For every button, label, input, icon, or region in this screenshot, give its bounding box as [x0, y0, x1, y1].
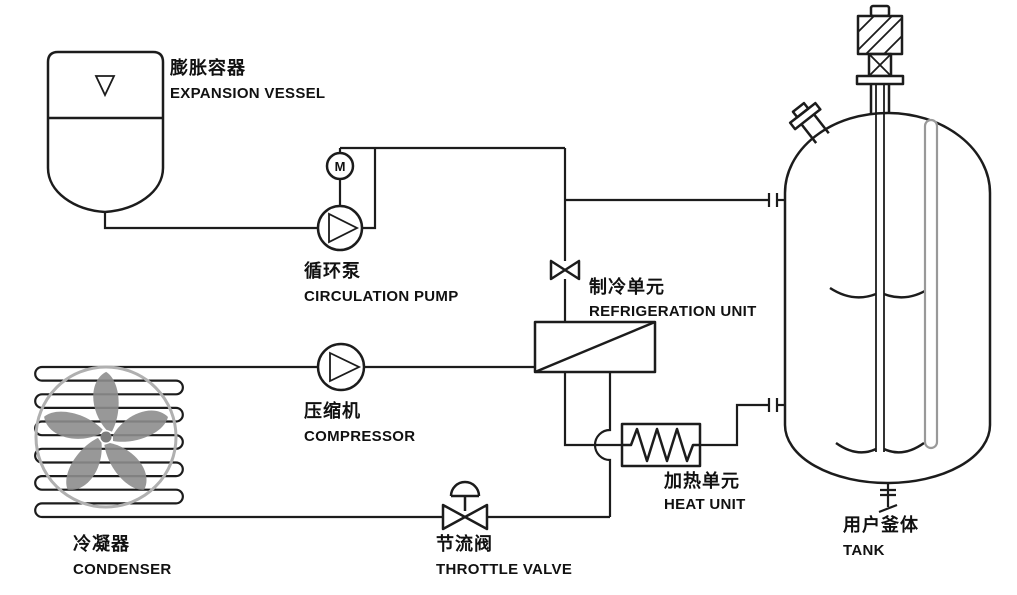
motor-circle: [325, 151, 355, 181]
expansion-vessel-body: [46, 50, 165, 214]
refrigeration-valve-symbol: [549, 259, 581, 281]
circulation-pump-label-en: CIRCULATION PUMP: [304, 288, 459, 305]
condenser-coil: [34, 365, 184, 519]
throttle-right-triangle: [463, 503, 489, 531]
pipe-refrigerant-riser-hop: [593, 372, 612, 517]
compressor-symbol: [316, 342, 366, 392]
motor-top-knob: [869, 4, 891, 18]
compressor-triangle: [329, 351, 362, 383]
heat-unit-heater-zigzag: [622, 427, 700, 463]
motor-hatch: [857, 15, 903, 55]
condenser-label-zh: 冷凝器: [73, 533, 130, 554]
bottom-drain-nozzle: [878, 483, 898, 514]
drain-handle: [878, 503, 898, 514]
agitator-motor-icon: [855, 4, 905, 114]
heat-unit-label-zh: 加热单元: [663, 470, 740, 491]
circulation-pump-symbol: [316, 204, 364, 252]
condenser-symbol: [34, 365, 184, 519]
coupling-cross-brace: [868, 53, 892, 77]
expansion-vessel-label-zh: 膨胀容器: [169, 57, 246, 78]
pipe-refrigeration-to-heat-unit: [563, 372, 622, 447]
fan-blade: [44, 411, 103, 439]
refrigeration-unit-label-en: REFRIGERATION UNIT: [589, 303, 757, 320]
drain-flange-ticks: [880, 488, 896, 497]
labels: 膨胀容器 EXPANSION VESSEL 循环泵 CIRCULATION PU…: [73, 57, 919, 578]
inverted-triangle-icon: [94, 75, 116, 98]
circulation-pump-label-zh: 循环泵: [304, 260, 361, 281]
manhole-cap: [791, 101, 810, 119]
heat-unit-symbol: [620, 422, 702, 468]
throttle-valve-label-zh: 节流阀: [436, 533, 493, 554]
fan-blade: [113, 410, 168, 442]
fan-blade: [66, 437, 102, 490]
expansion-vessel-label-en: EXPANSION VESSEL: [170, 85, 325, 102]
shaft-lines: [875, 84, 885, 452]
valve-right-triangle: [563, 259, 581, 281]
throttle-left-triangle: [441, 503, 467, 531]
fan-hub: [100, 431, 112, 443]
manhole-nozzle-icon: [788, 101, 830, 144]
refrigeration-unit-symbol: [533, 320, 657, 374]
motor-mount-flange: [855, 74, 905, 86]
pipe-vessel-to-pump: [103, 212, 318, 230]
manhole-pipe: [800, 113, 830, 144]
tank-shell: [783, 111, 992, 485]
shaft-nozzle-neck: [869, 84, 891, 114]
pipe-pump-discharge: [362, 148, 377, 230]
motor-letter: M: [335, 159, 346, 174]
valve-left-triangle: [549, 259, 567, 281]
fan-blade: [93, 371, 119, 432]
compressor-label-en: COMPRESSOR: [304, 428, 415, 445]
tank-label-en: TANK: [843, 542, 885, 559]
pump-motor-symbol: M: [325, 151, 355, 181]
throttle-valve-label-en: THROTTLE VALVE: [436, 561, 572, 578]
fan-blade: [104, 443, 147, 490]
lower-impeller: [835, 441, 925, 454]
pipes: [103, 146, 786, 519]
refrigeration-unit-diagonal: [534, 320, 656, 374]
refrigeration-unit-label-zh: 制冷单元: [589, 276, 665, 297]
expansion-vessel-symbol: [46, 50, 165, 214]
level-gauge-tube: [923, 118, 939, 450]
condenser-fan-icon: [34, 365, 178, 509]
fan-ring: [34, 365, 178, 509]
pump-impeller-triangle: [328, 212, 360, 244]
condenser-label-en: CONDENSER: [73, 561, 172, 578]
motor-body: [856, 14, 904, 56]
agitator-shaft: [829, 84, 931, 454]
tank-symbol: [783, 4, 992, 514]
pipe-heat-unit-to-tank: [700, 403, 769, 447]
heat-unit-label-en: HEAT UNIT: [664, 496, 746, 513]
tank-label-zh: 用户釜体: [843, 514, 919, 535]
throttle-valve-symbol: [441, 480, 489, 531]
throttle-bonnet-arc: [449, 480, 481, 497]
compressor-label-zh: 压缩机: [304, 400, 361, 421]
